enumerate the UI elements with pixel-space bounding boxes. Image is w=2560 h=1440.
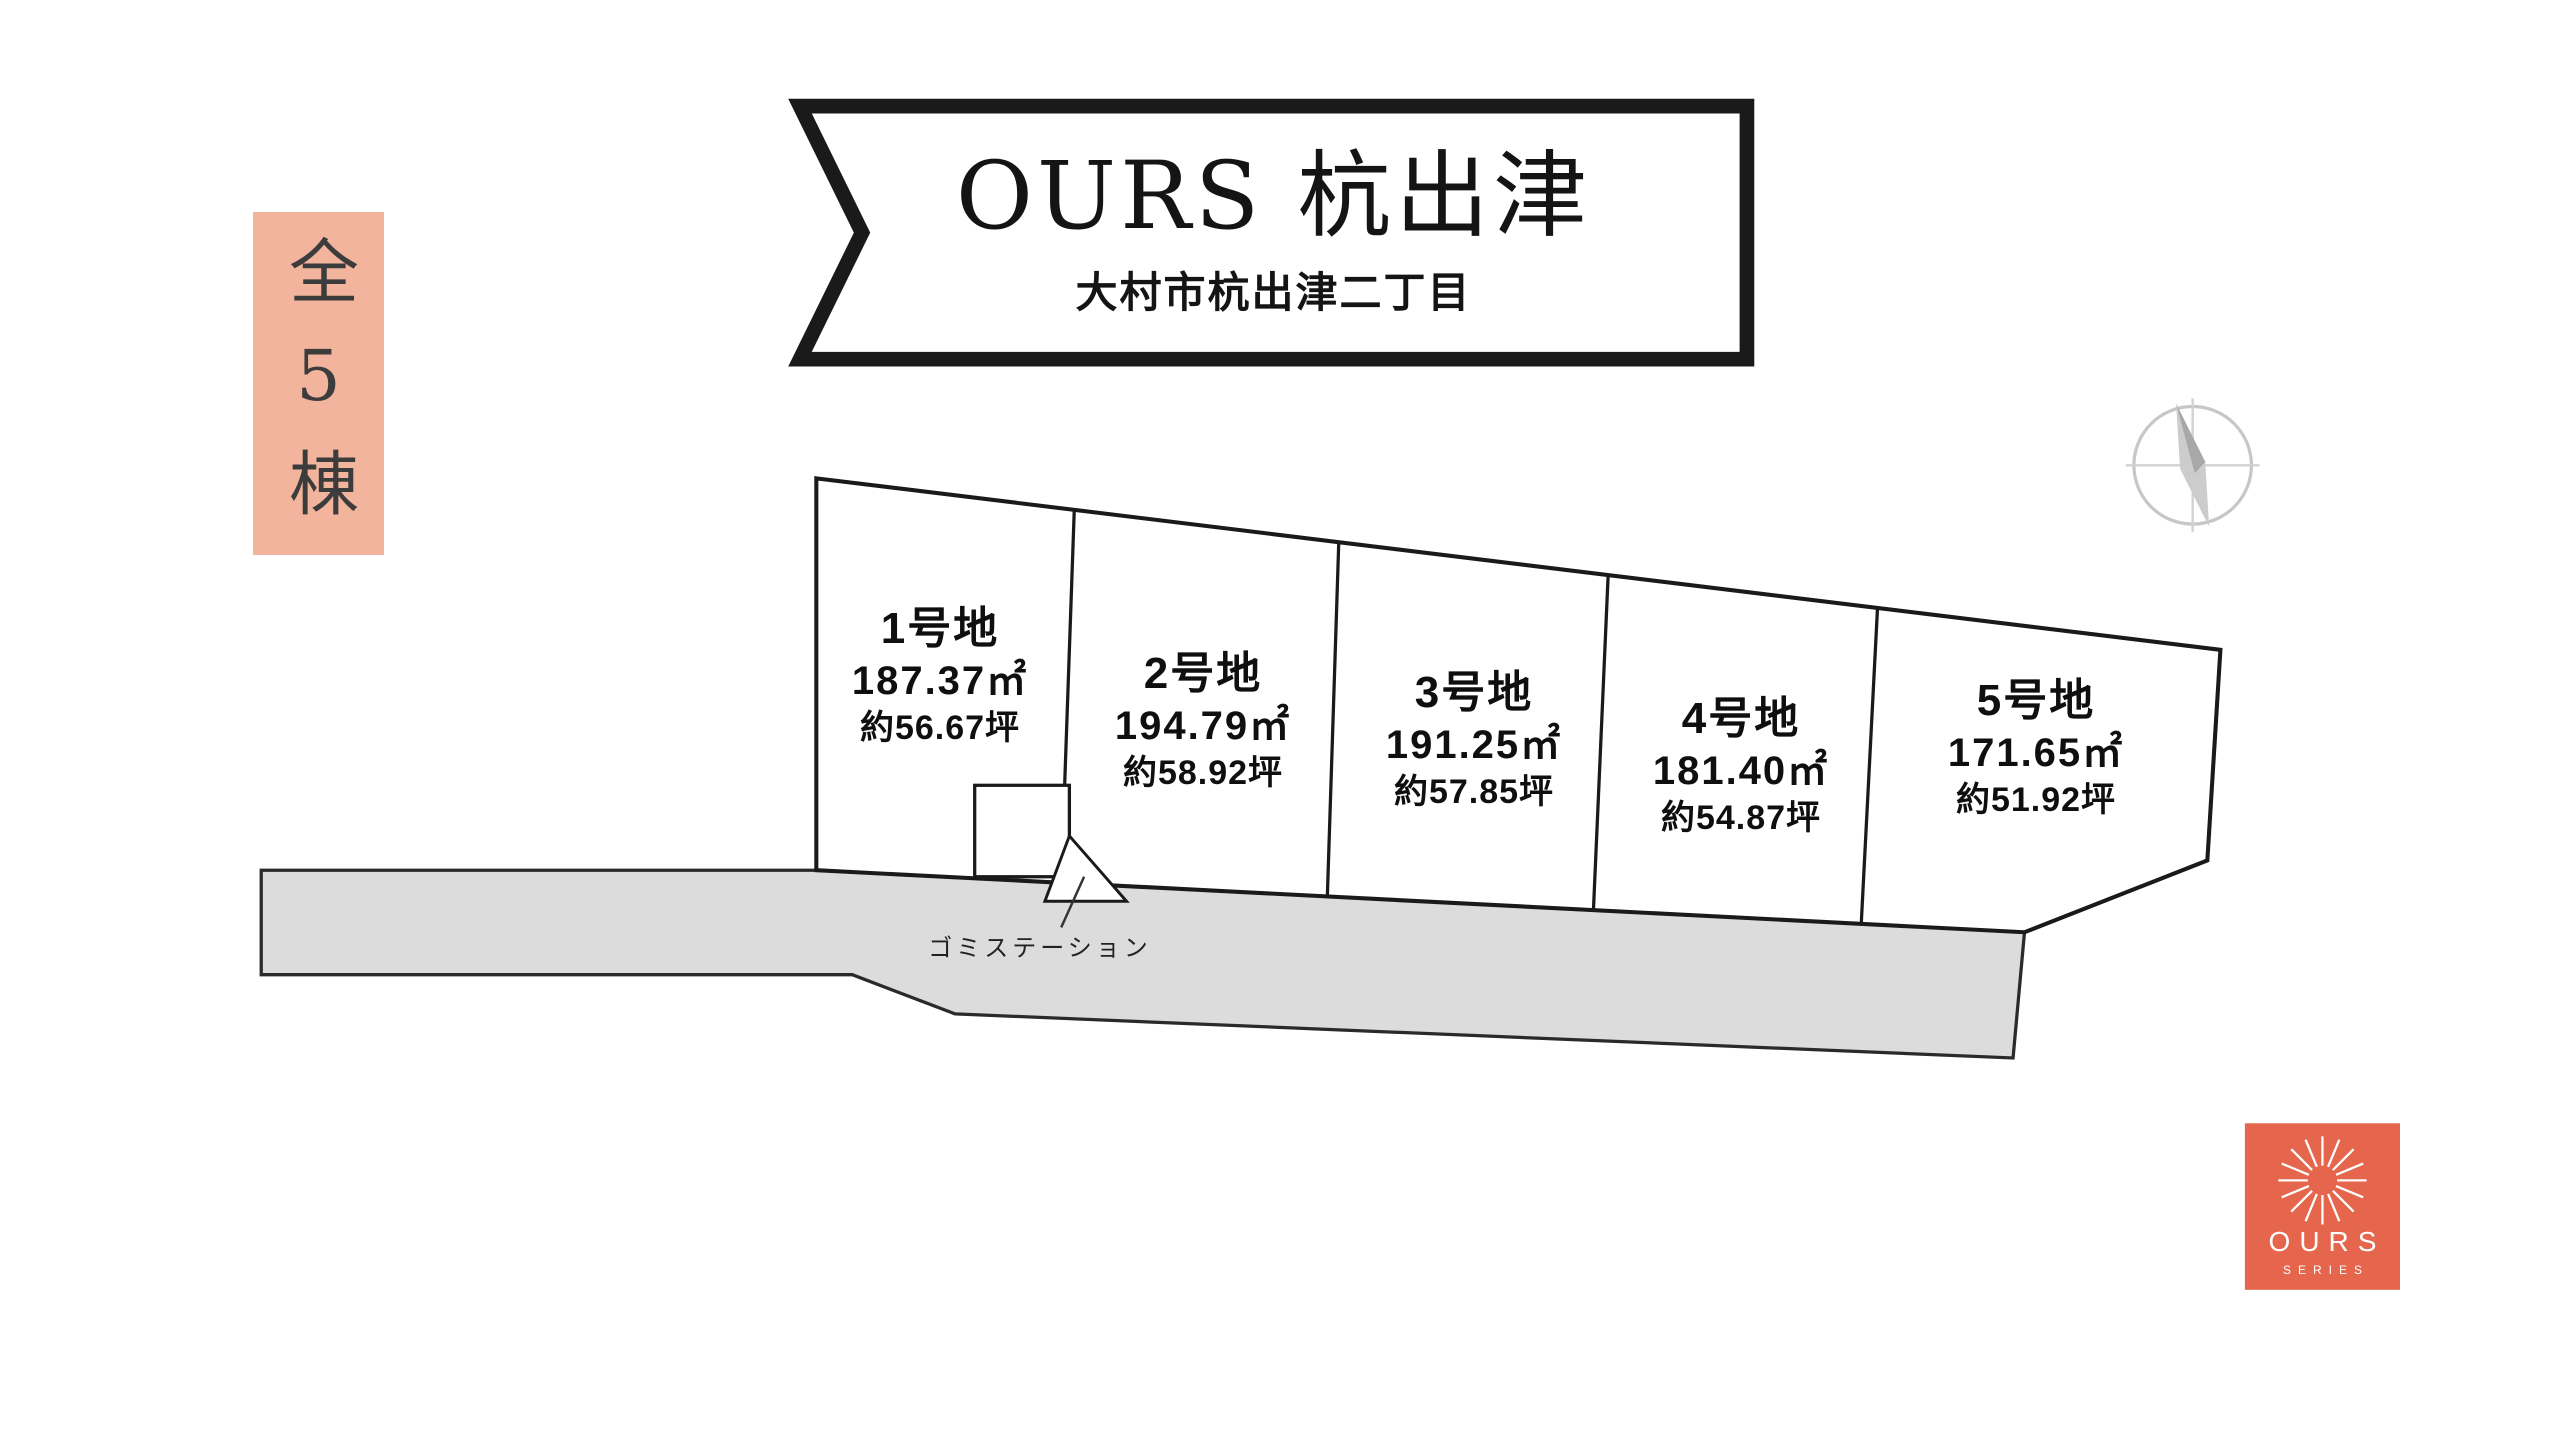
plot-outline xyxy=(814,476,2223,935)
plot-name: 5号地 xyxy=(1976,676,2096,725)
plot-tsubo: 約58.92坪 xyxy=(1122,754,1284,792)
banner-ribbon xyxy=(788,98,1755,367)
garbage-leader-line xyxy=(1060,876,1086,928)
garbage-station-label: ゴミステーション xyxy=(928,935,1152,962)
logo-series-label: SERIES xyxy=(2282,1263,2369,1277)
plot-tsubo: 約51.92坪 xyxy=(1955,781,2117,819)
plot-name: 3号地 xyxy=(1414,668,1534,717)
page-title: OURS 杭出津 xyxy=(955,142,1592,252)
plot-tsubo: 約54.87坪 xyxy=(1660,799,1822,837)
total-units-text: 全5棟 xyxy=(277,234,360,547)
plot-label-1: 1号地 187.37㎡ 約56.67坪 xyxy=(852,602,1028,750)
plot-divider-2 xyxy=(1325,541,1341,897)
garbage-station-chute xyxy=(1042,833,1130,903)
plot-label-4: 4号地 181.40㎡ 約54.87坪 xyxy=(1653,692,1829,840)
plot-area: 171.65㎡ xyxy=(1947,731,2125,775)
total-units-badge: 全5棟 xyxy=(253,212,384,555)
plot-tsubo: 約56.67坪 xyxy=(859,709,1021,747)
plot-tsubo: 約57.85坪 xyxy=(1393,773,1555,811)
plot-label-5: 5号地 171.65㎡ 約51.92坪 xyxy=(1948,674,2124,822)
sunburst-icon xyxy=(2278,1136,2367,1225)
plot-label-3: 3号地 191.25㎡ 約57.85坪 xyxy=(1386,666,1562,814)
garbage-station-rect xyxy=(973,783,1072,879)
plot-name: 1号地 xyxy=(880,604,1000,653)
logo-wordmark: OURS xyxy=(2268,1226,2386,1257)
plot-name: 2号地 xyxy=(1143,649,1263,698)
plot-area: 194.79㎡ xyxy=(1114,704,1292,748)
plot-area: 181.40㎡ xyxy=(1652,749,1830,793)
page-subtitle: 大村市杭出津二丁目 xyxy=(1075,267,1472,317)
title-banner: OURS 杭出津 大村市杭出津二丁目 xyxy=(800,106,1747,359)
plot-divider-4 xyxy=(1859,607,1880,925)
plot-divider-3 xyxy=(1591,574,1610,910)
plot-area: 191.25㎡ xyxy=(1385,723,1563,767)
plot-area: 187.37㎡ xyxy=(851,659,1029,703)
plot-label-2: 2号地 194.79㎡ 約58.92坪 xyxy=(1115,647,1291,795)
compass-icon xyxy=(2125,398,2260,533)
plot-name: 4号地 xyxy=(1681,694,1801,743)
